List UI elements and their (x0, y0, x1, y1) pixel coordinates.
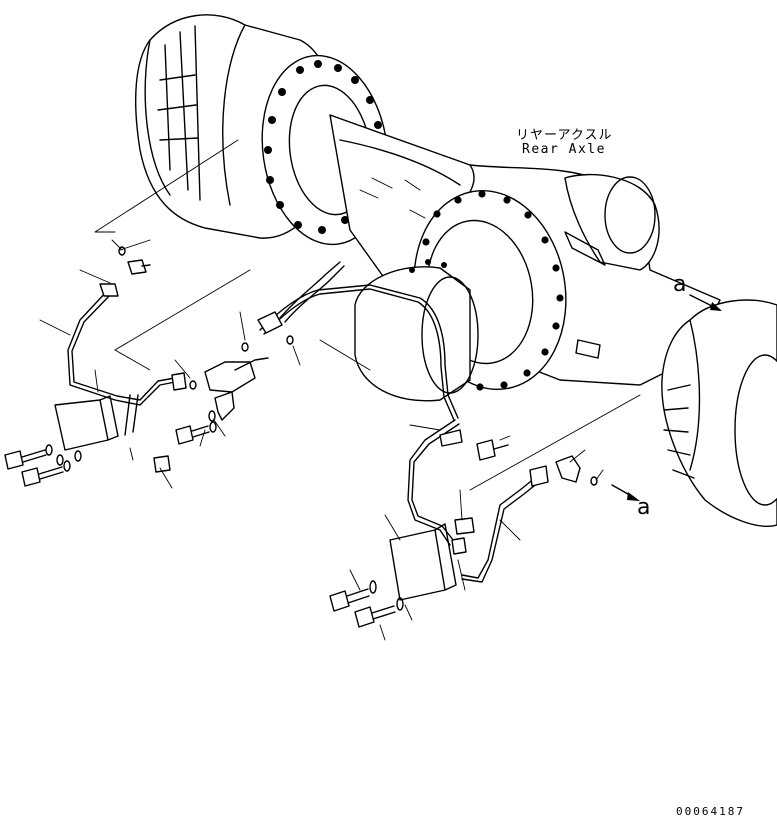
bolt-icon (175, 421, 217, 445)
view-a-marker-upper: a (673, 272, 687, 297)
view-a-marker-lower: a (637, 495, 651, 520)
arrow-icon (611, 484, 640, 501)
bolt-icon (21, 460, 71, 487)
tee-fitting (204, 357, 269, 393)
arrow-icon (689, 294, 722, 311)
rear-axle-label-japanese: リヤーアクスル (516, 128, 613, 143)
leader-lines (39, 139, 641, 641)
washer-icon (56, 246, 294, 466)
right-wheel-hub (661, 299, 777, 527)
bolt-icon (4, 444, 53, 470)
right-bracket (389, 517, 475, 601)
bolt-icon (354, 597, 404, 628)
left-bracket (54, 394, 139, 451)
rear-axle-label-english: Rear Axle (522, 142, 606, 157)
clamp-icon (153, 391, 235, 473)
drawing-number: 00064187 (676, 805, 745, 818)
brake-hose (257, 261, 459, 421)
hose-fitting-icon (127, 259, 151, 275)
hose-fitting-icon (555, 455, 598, 486)
upper-brake-tube (67, 283, 187, 406)
bolt-icon (476, 439, 509, 461)
bolt-icon (329, 580, 377, 612)
